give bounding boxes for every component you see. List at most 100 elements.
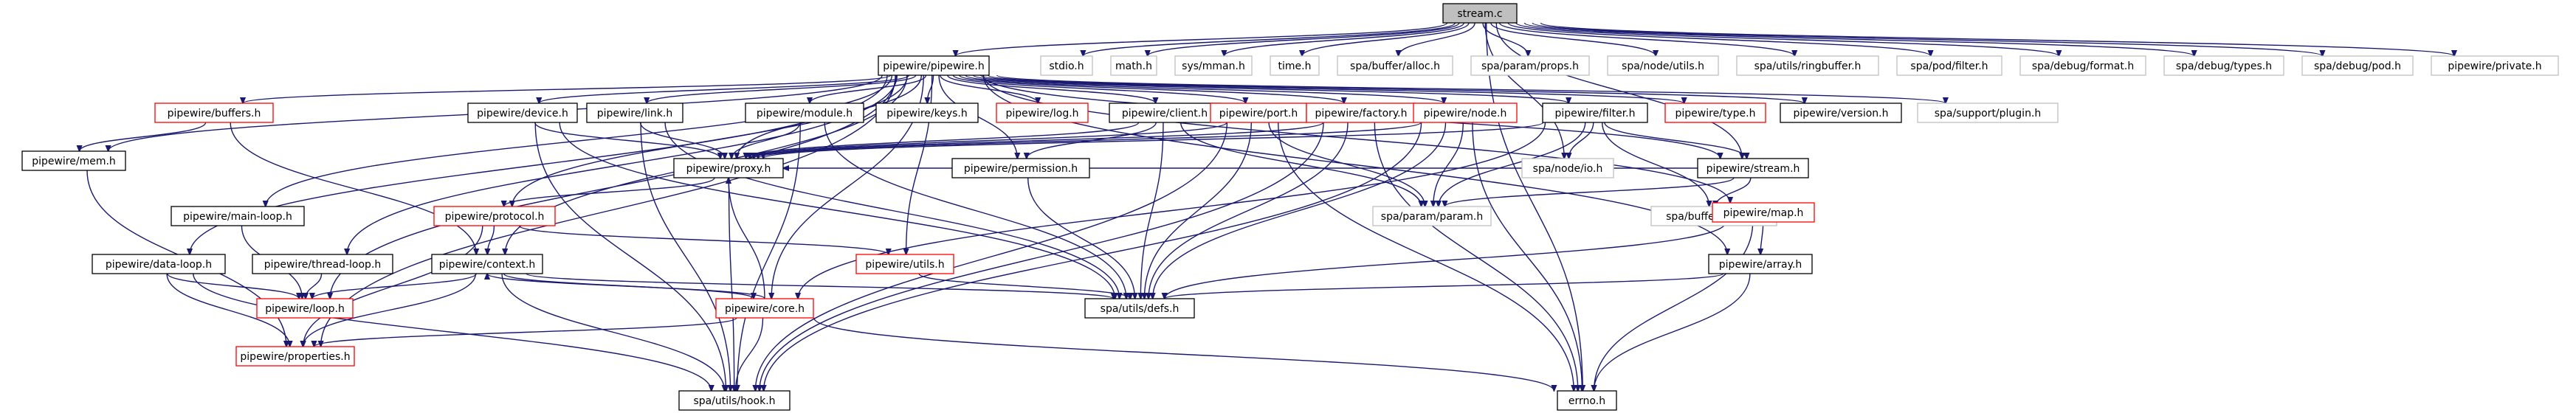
node-spa-utils-defs-h[interactable]: spa/utils/defs.h bbox=[1084, 298, 1195, 319]
node-mem-h[interactable]: pipewire/mem.h bbox=[21, 150, 126, 171]
node-label: spa/node/io.h bbox=[1533, 163, 1603, 175]
node-box bbox=[1084, 298, 1195, 319]
node-type-h[interactable]: pipewire/type.h bbox=[1664, 103, 1766, 123]
edge-core_h-to-context_h bbox=[487, 274, 765, 299]
edge-map_h-to-spa_utils_defs_h bbox=[1165, 221, 1726, 299]
node-node-h[interactable]: pipewire/node.h bbox=[1413, 103, 1518, 123]
edge-client_h-to-proxy_h bbox=[746, 122, 1140, 159]
node-box bbox=[1896, 55, 2002, 76]
node-proxy-h[interactable]: pipewire/proxy.h bbox=[673, 158, 784, 178]
edge-node_h-to-spa_utils_hook_h bbox=[764, 122, 1422, 391]
node-keys-h[interactable]: pipewire/keys.h bbox=[875, 103, 979, 123]
node-link-h[interactable]: pipewire/link.h bbox=[586, 103, 683, 123]
node-label: spa/pod/filter.h bbox=[1910, 60, 1988, 72]
node-label: pipewire/device.h bbox=[477, 108, 568, 119]
node-box bbox=[92, 254, 226, 274]
edge-device_h-to-spa_utils_hook_h bbox=[534, 122, 726, 391]
edge-link_h-to-spa_utils_hook_h bbox=[640, 122, 731, 391]
edge-stream_c-to-spa_pod_filter_h bbox=[1507, 22, 1930, 56]
edge-protocol_h-to-context_h bbox=[487, 225, 495, 254]
nodes-layer: stream.c pipewire/pipewire.h stdio.h math.h… bbox=[21, 3, 2559, 411]
node-log-h[interactable]: pipewire/log.h bbox=[996, 103, 1089, 123]
node-core-h[interactable]: pipewire/core.h bbox=[715, 298, 814, 319]
edge-stream_c-to-spa_debug_types_h bbox=[1523, 22, 2194, 56]
node-protocol-h[interactable]: pipewire/protocol.h bbox=[433, 206, 556, 226]
edge-pipewire_h-to-buffers_h bbox=[243, 74, 892, 103]
node-label: stdio.h bbox=[1049, 60, 1084, 72]
node-box bbox=[1372, 206, 1492, 226]
node-time-h: time.h bbox=[1270, 55, 1320, 76]
edge-filter_h-to-spa_node_io_h bbox=[1568, 122, 1594, 159]
node-port-h[interactable]: pipewire/port.h bbox=[1210, 103, 1307, 123]
edge-pipewire_h-to-node_h bbox=[965, 74, 1444, 103]
node-stream-h[interactable]: pipewire/stream.h bbox=[1697, 158, 1809, 178]
node-label: pipewire/node.h bbox=[1424, 108, 1507, 119]
node-box bbox=[855, 254, 954, 274]
node-stream-c[interactable]: stream.c bbox=[1442, 3, 1518, 24]
node-spa-utils-ringbuffer-h: spa/utils/ringbuffer.h bbox=[1736, 55, 1879, 76]
edge-factory_h-to-proxy_h bbox=[754, 122, 1324, 159]
edge-stream_c-to-sys_mman_h bbox=[1224, 22, 1465, 56]
node-utils-h[interactable]: pipewire/utils.h bbox=[855, 254, 954, 274]
node-filter-h[interactable]: pipewire/filter.h bbox=[1542, 103, 1648, 123]
edge-device_h-to-spa_utils_defs_h bbox=[559, 122, 1115, 299]
node-label: spa/utils/ringbuffer.h bbox=[1754, 60, 1862, 72]
node-box bbox=[431, 254, 543, 274]
node-spa-debug-format-h: spa/debug/format.h bbox=[2019, 55, 2146, 76]
edge-stream_c-to-spa_node_io_h bbox=[1484, 22, 1564, 159]
edge-stream_c-to-time_h bbox=[1302, 22, 1470, 56]
node-label: pipewire/properties.h bbox=[240, 351, 350, 363]
node-label: spa/buffer/alloc.h bbox=[1350, 60, 1440, 72]
node-box bbox=[2019, 55, 2146, 76]
edge-map_h-to-errno_h bbox=[1594, 221, 1754, 391]
edge-stream_c-to-spa_node_utils_h bbox=[1490, 22, 1656, 56]
node-client-h[interactable]: pipewire/client.h bbox=[1109, 103, 1221, 123]
edge-context_h-to-loop_h bbox=[312, 273, 477, 299]
node-sys-mman-h: sys/mman.h bbox=[1174, 55, 1253, 76]
edge-map_h-to-array_h bbox=[1760, 221, 1764, 254]
node-label: spa/utils/hook.h bbox=[693, 395, 775, 407]
node-main-loop-h[interactable]: pipewire/main-loop.h bbox=[171, 206, 305, 226]
node-spa-param-props-h: spa/param/props.h bbox=[1470, 55, 1590, 76]
node-errno-h[interactable]: errno.h bbox=[1557, 390, 1617, 411]
node-spa-utils-hook-h[interactable]: spa/utils/hook.h bbox=[678, 390, 791, 411]
node-label: sys/mman.h bbox=[1182, 60, 1245, 72]
node-array-h[interactable]: pipewire/array.h bbox=[1708, 254, 1813, 274]
node-device-h[interactable]: pipewire/device.h bbox=[467, 103, 578, 123]
node-box bbox=[1607, 55, 1719, 76]
node-box bbox=[996, 103, 1089, 123]
node-map-h[interactable]: pipewire/map.h bbox=[1712, 202, 1815, 223]
edge-stream_c-to-spa_buffer_alloc_h bbox=[1399, 22, 1475, 56]
node-context-h[interactable]: pipewire/context.h bbox=[431, 254, 543, 274]
node-label: math.h bbox=[1115, 60, 1152, 72]
node-spa-node-io-h: spa/node/io.h bbox=[1521, 158, 1614, 178]
edge-factory_h-to-spa_utils_hook_h bbox=[760, 122, 1324, 391]
node-label: pipewire/link.h bbox=[597, 108, 672, 119]
node-box bbox=[252, 254, 393, 274]
node-module-h[interactable]: pipewire/module.h bbox=[745, 103, 864, 123]
node-loop-h[interactable]: pipewire/loop.h bbox=[256, 298, 354, 319]
node-data-loop-h[interactable]: pipewire/data-loop.h bbox=[92, 254, 226, 274]
node-permission-h[interactable]: pipewire/permission.h bbox=[951, 158, 1090, 178]
edge-pipewire_h-to-link_h bbox=[647, 74, 917, 103]
node-thread-loop-h[interactable]: pipewire/thread-loop.h bbox=[252, 254, 393, 274]
edge-port_h-to-spa_utils_defs_h bbox=[1144, 122, 1253, 299]
node-pipewire-h[interactable]: pipewire/pipewire.h bbox=[878, 55, 990, 76]
node-version-h[interactable]: pipewire/version.h bbox=[1780, 103, 1902, 123]
node-box bbox=[586, 103, 683, 123]
node-label: spa/debug/pod.h bbox=[2314, 60, 2401, 72]
node-label: pipewire/type.h bbox=[1676, 108, 1756, 119]
edge-context_h-to-spa_utils_defs_h bbox=[526, 273, 1114, 299]
edge-pipewire_h-to-log_h bbox=[940, 74, 1038, 103]
node-factory-h[interactable]: pipewire/factory.h bbox=[1306, 103, 1416, 123]
node-label: pipewire/port.h bbox=[1219, 108, 1298, 119]
node-box bbox=[1337, 55, 1453, 76]
node-properties-h[interactable]: pipewire/properties.h bbox=[235, 346, 355, 367]
edge-pipewire_h-to-version_h bbox=[988, 74, 1805, 103]
node-box bbox=[1442, 3, 1518, 24]
node-label: pipewire/thread-loop.h bbox=[264, 259, 382, 271]
node-buffers-h[interactable]: pipewire/buffers.h bbox=[154, 103, 274, 123]
node-box bbox=[467, 103, 578, 123]
edge-stream_h-to-spa_param_param_h bbox=[1444, 177, 1735, 206]
edge-utils_h-to-spa_utils_defs_h bbox=[918, 273, 1130, 299]
